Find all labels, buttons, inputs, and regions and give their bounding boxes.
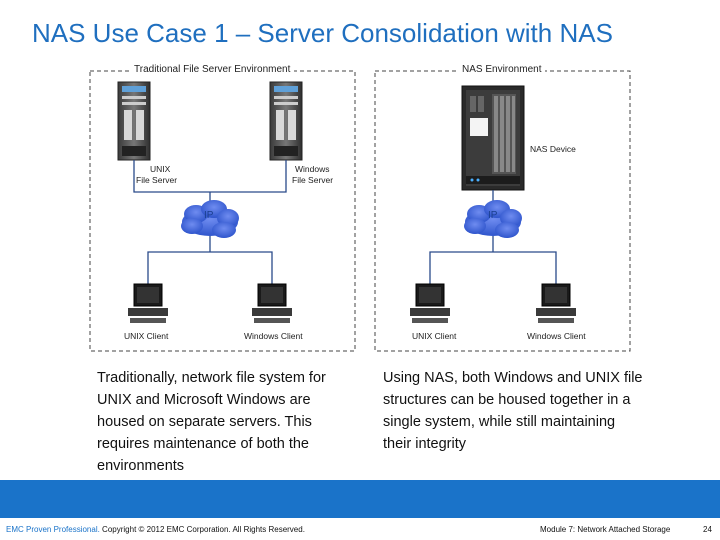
right-unix-client-icon [410,283,450,323]
page-title: NAS Use Case 1 – Server Consolidation wi… [32,18,613,48]
footer-brand: EMC Proven Professional. [6,525,100,534]
left-cloud-label: IP [204,210,214,221]
nas-device-label: NAS Device [530,144,576,154]
unix-server-label-line1: UNIX [150,164,171,174]
left-unix-client-icon [128,283,168,323]
unix-server-label-line2: File Server [136,175,178,185]
left-unix-client-label: UNIX Client [124,331,169,341]
right-windows-client-label: Windows Client [527,331,586,341]
windows-file-server-icon [269,81,303,161]
right-windows-client-icon [536,283,576,323]
left-client-link [147,251,273,290]
left-ip-cloud-icon [181,200,239,238]
left-description: Traditionally, network file system for U… [97,370,326,474]
nas-device-icon [461,85,525,191]
footer-bar [0,480,720,518]
windows-server-label-line1: Windows [295,164,330,174]
diagram-canvas [89,70,631,352]
right-unix-client-label: UNIX Client [412,331,457,341]
left-windows-client-label: Windows Client [244,331,303,341]
left-section-label: Traditional File Server Environment [130,64,295,75]
footer-copyright: EMC Proven Professional. Copyright © 201… [6,525,305,534]
right-ip-cloud-icon [464,200,522,238]
windows-server-label-line2: File Server [292,175,334,185]
unix-file-server-icon [117,81,151,161]
footer-module: Module 7: Network Attached Storage [540,525,671,534]
right-client-link [429,251,557,290]
left-windows-client-icon [252,283,292,323]
right-cloud-label: IP [488,210,498,221]
right-description: Using NAS, both Windows and UNIX file st… [383,370,643,452]
footer-page-number: 24 [703,525,712,534]
footer-copyright-text: Copyright © 2012 EMC Corporation. All Ri… [99,525,305,534]
right-section-label: NAS Environment [458,64,546,75]
